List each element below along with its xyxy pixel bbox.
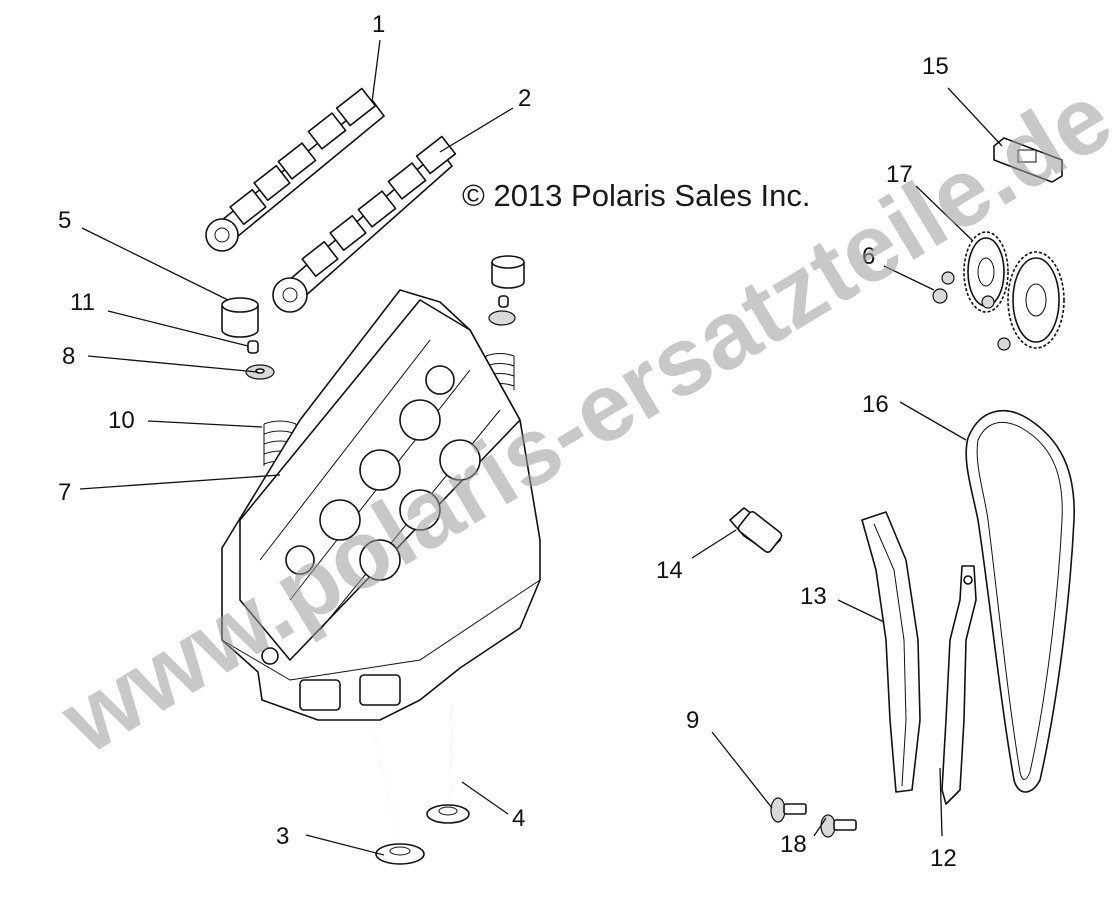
callout-11: 11 bbox=[70, 289, 95, 316]
valve-keeper[interactable] bbox=[247, 295, 509, 354]
callout-13: 13 bbox=[800, 583, 827, 610]
callout-9: 9 bbox=[686, 707, 699, 734]
callout-6: 6 bbox=[862, 243, 875, 270]
chain-guard[interactable] bbox=[993, 137, 1063, 183]
guide-bolt[interactable] bbox=[770, 797, 807, 823]
cylinder-head[interactable] bbox=[221, 289, 541, 721]
callout-14: 14 bbox=[656, 557, 683, 584]
callout-7: 7 bbox=[58, 479, 71, 506]
chain-tensioner[interactable] bbox=[729, 507, 783, 554]
camshaft-exhaust[interactable] bbox=[272, 135, 457, 313]
cam-sprocket[interactable] bbox=[963, 231, 1065, 349]
callout-1: 1 bbox=[372, 11, 385, 38]
callout-12: 12 bbox=[930, 845, 957, 872]
callout-8: 8 bbox=[62, 343, 75, 370]
exhaust-valve[interactable] bbox=[426, 701, 470, 824]
callout-labels: 1 2 3 4 5 6 7 8 9 10 11 12 13 14 15 16 1… bbox=[58, 11, 957, 872]
chain-guide-fixed[interactable] bbox=[941, 565, 977, 805]
copyright-text: © 2013 Polaris Sales Inc. bbox=[462, 178, 811, 213]
callout-4: 4 bbox=[512, 805, 525, 832]
valve-tappet-2[interactable] bbox=[491, 255, 525, 289]
callout-2: 2 bbox=[518, 85, 531, 112]
timing-chain[interactable] bbox=[965, 409, 1075, 793]
spring-retainer[interactable] bbox=[245, 310, 516, 380]
callout-15: 15 bbox=[922, 53, 949, 80]
chain-guide-tensioner-side[interactable] bbox=[861, 511, 921, 793]
sprocket-bolts[interactable] bbox=[932, 271, 1011, 351]
callout-5: 5 bbox=[58, 207, 71, 234]
callout-3: 3 bbox=[276, 823, 289, 850]
leader-lines bbox=[79, 39, 1003, 856]
callout-10: 10 bbox=[108, 407, 135, 434]
valve-tappet[interactable] bbox=[221, 297, 259, 338]
callout-16: 16 bbox=[862, 391, 889, 418]
camshaft-intake[interactable] bbox=[205, 87, 385, 252]
intake-valve[interactable] bbox=[373, 731, 425, 865]
callout-17: 17 bbox=[886, 161, 913, 188]
callout-18: 18 bbox=[780, 831, 807, 858]
